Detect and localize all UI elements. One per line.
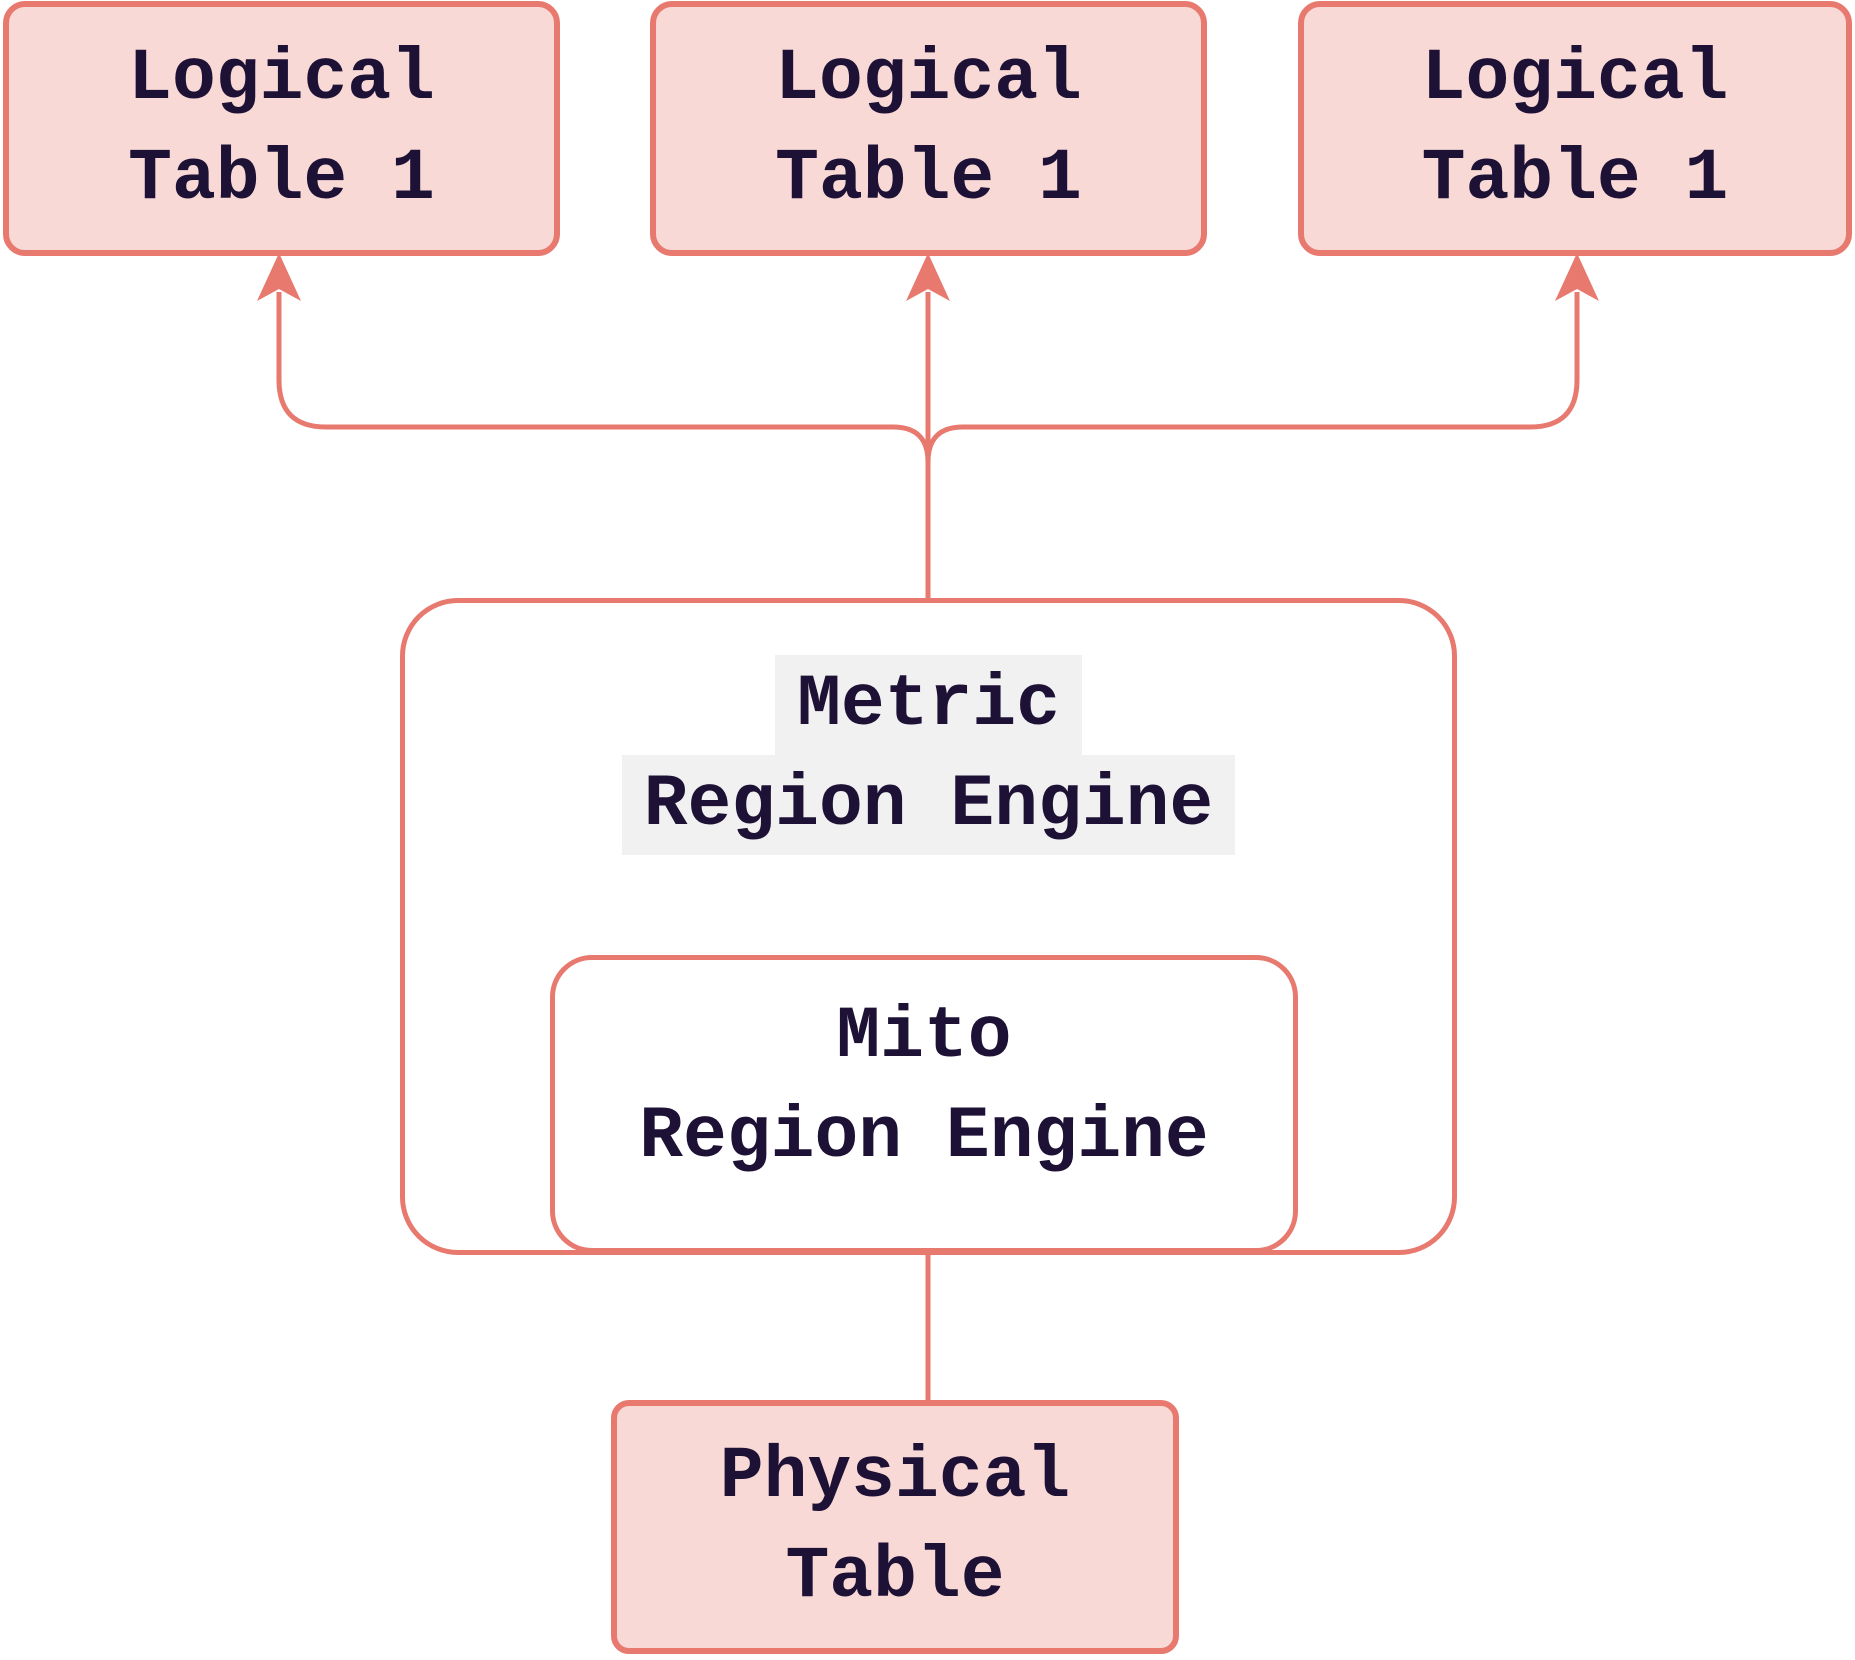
- logical-table-middle-label-line1: Logical: [775, 36, 1082, 120]
- arrow-metric-to-logical-left-line: [276, 292, 931, 601]
- physical-table-label-line2: Table: [785, 1535, 1005, 1618]
- arrow-metric-to-logical-right-line: [925, 292, 1580, 601]
- arrow-metric-to-logical-left-head: [257, 253, 301, 301]
- logical-table-right-label-line1: Logical: [1421, 36, 1729, 120]
- physical-table-label-line1: Physical: [719, 1435, 1071, 1518]
- logical-table-left-label-line2: Table 1: [128, 136, 435, 220]
- logical-table-right-label-line2: Table 1: [1421, 136, 1729, 220]
- node-logical-table-left: Logical Table 1: [3, 1, 560, 256]
- metric-region-engine-label-line1: Metric: [775, 655, 1082, 755]
- node-mito-region-engine: Mito Region Engine: [550, 955, 1298, 1253]
- node-logical-table-middle: Logical Table 1: [650, 1, 1207, 256]
- mito-region-engine-label-line2: Region Engine: [639, 1095, 1209, 1178]
- arrow-metric-to-logical-right-head: [1555, 253, 1599, 301]
- arrow-metric-to-logical-middle-head: [906, 253, 950, 301]
- arrow-metric-to-logical-right: [925, 253, 1599, 601]
- logical-table-left-label-line1: Logical: [128, 36, 435, 120]
- metric-region-engine-label-line2: Region Engine: [621, 755, 1236, 855]
- node-physical-table: Physical Table: [611, 1400, 1179, 1654]
- arrow-metric-to-logical-left: [257, 253, 931, 601]
- mito-region-engine-label-line1: Mito: [836, 995, 1012, 1078]
- logical-table-middle-label-line2: Table 1: [775, 136, 1082, 220]
- node-logical-table-right: Logical Table 1: [1298, 1, 1852, 256]
